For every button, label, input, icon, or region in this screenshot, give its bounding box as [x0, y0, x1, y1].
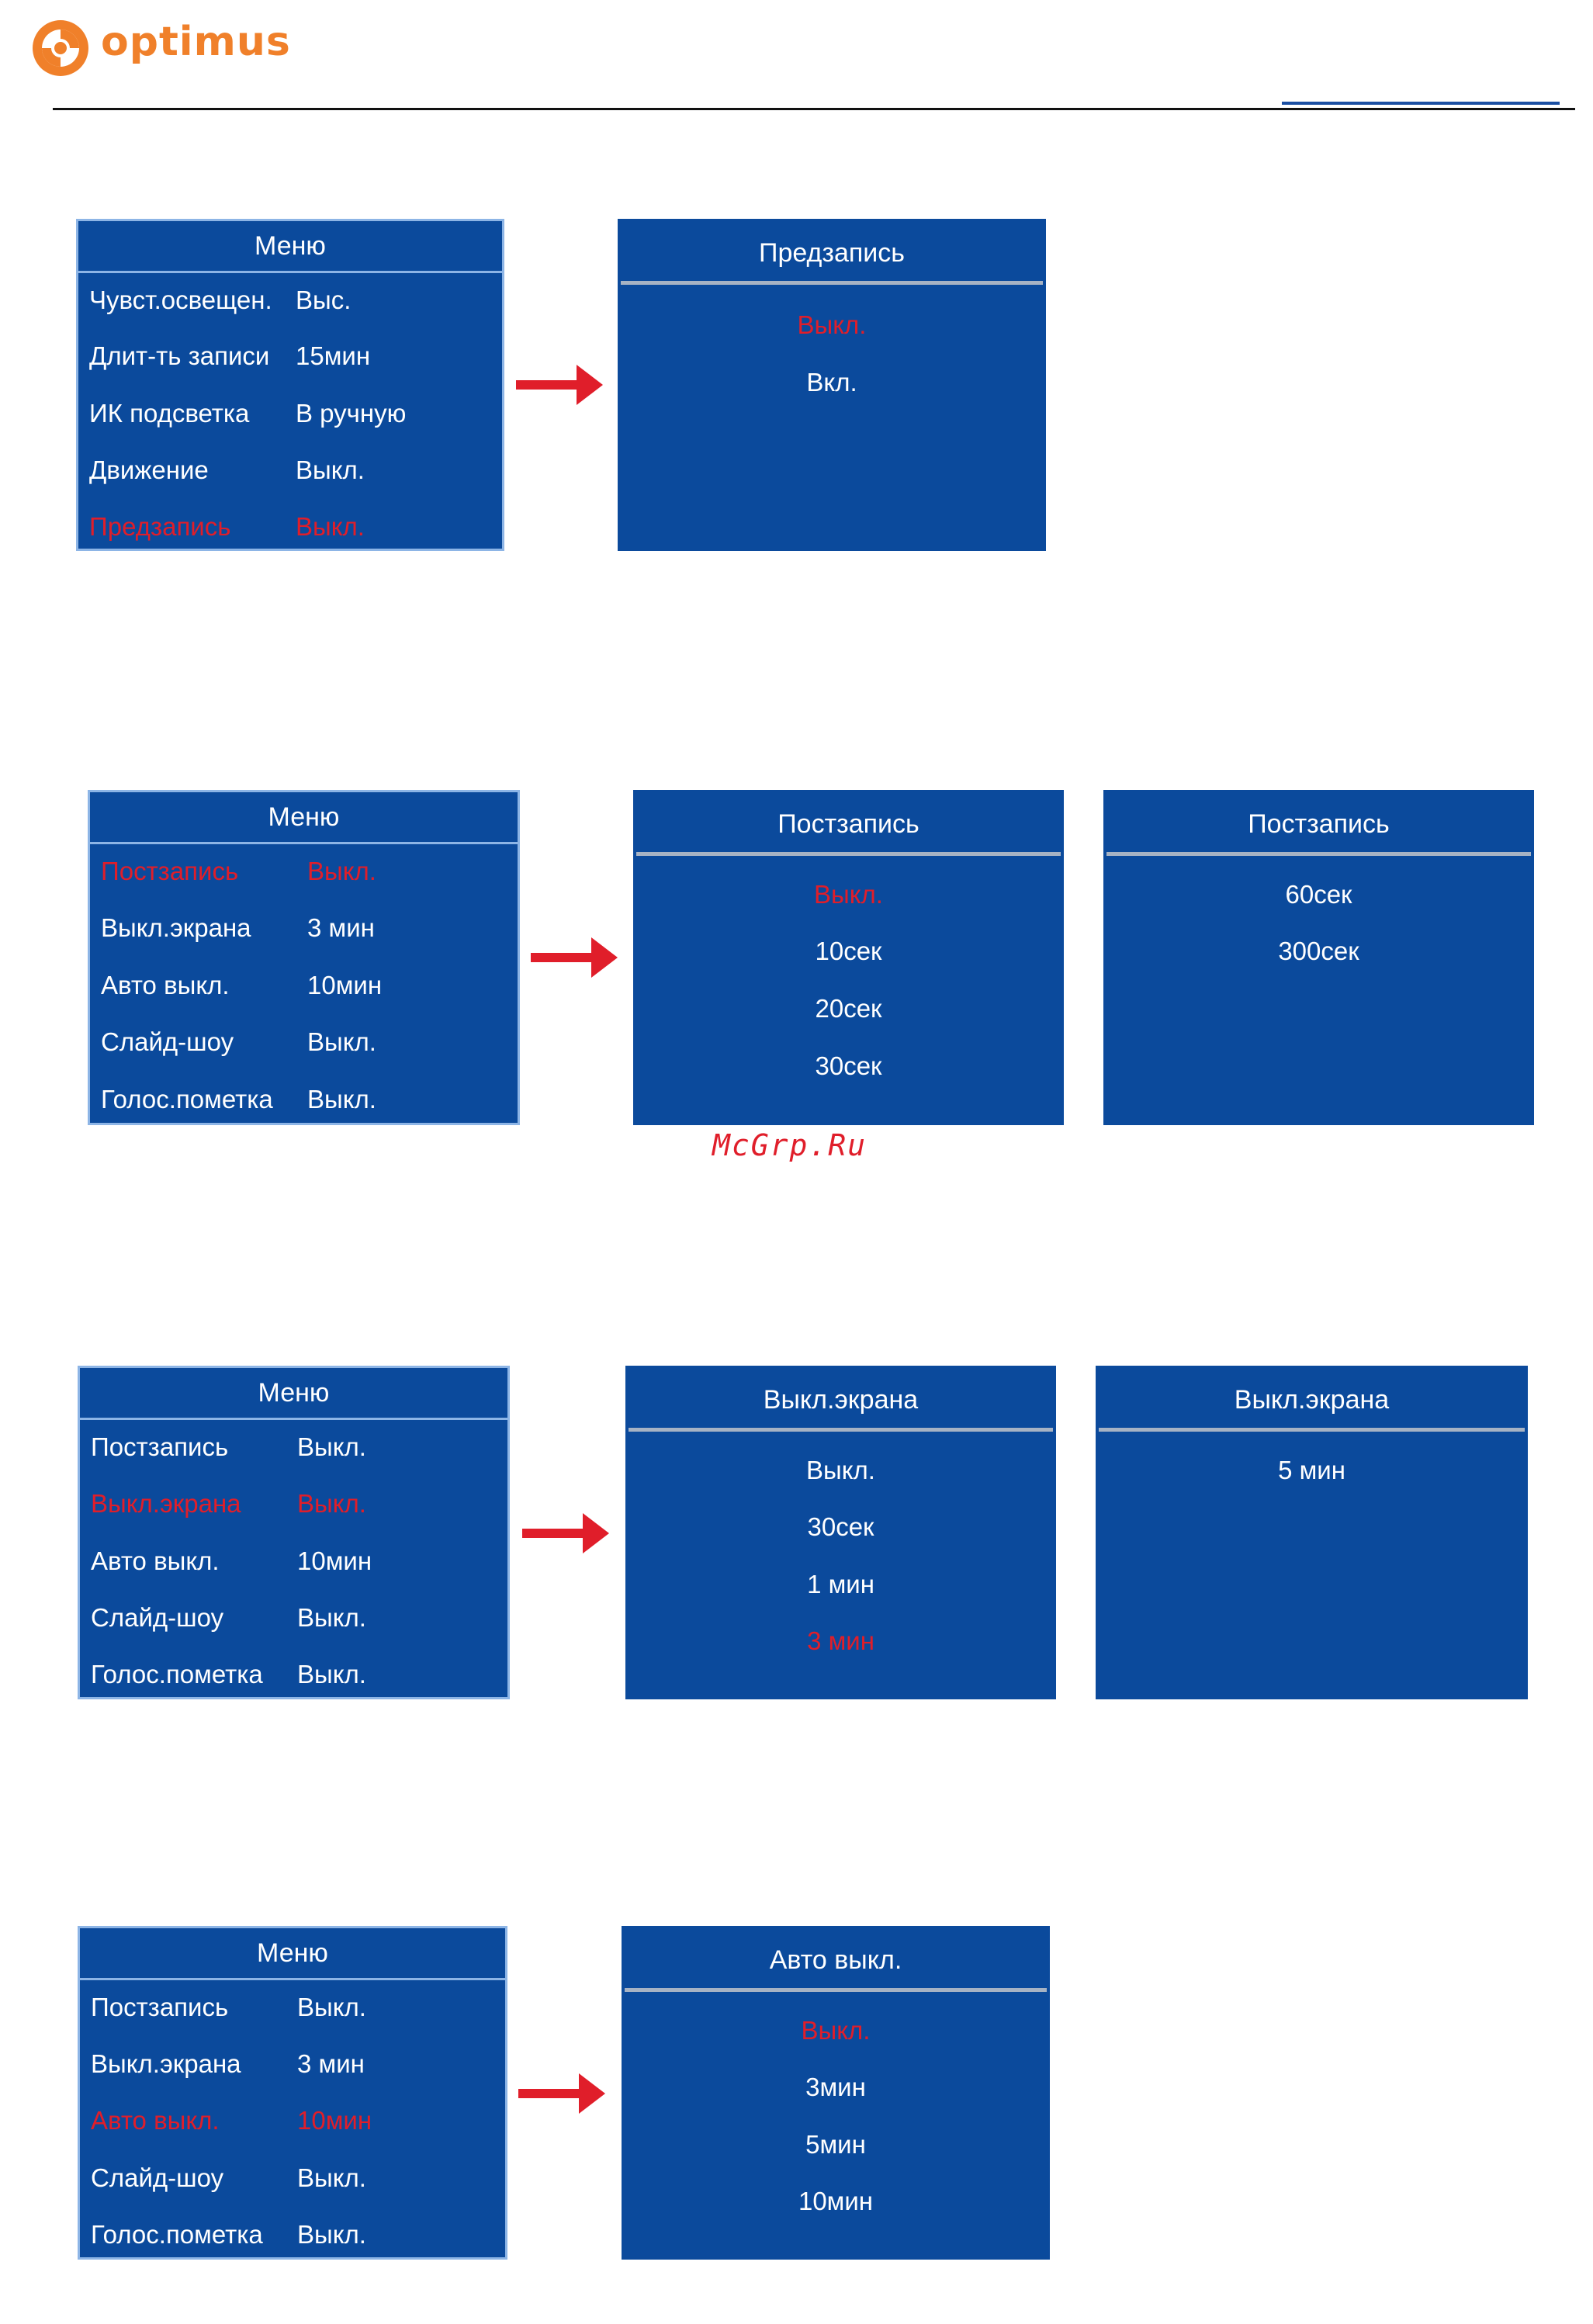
menu-panel-3: Меню Постзапись Выкл. Выкл.экрана Выкл. … — [78, 1366, 510, 1699]
logo — [29, 17, 293, 79]
options-panel-postrecord-2: Постзапись 60сек 300сек — [1103, 790, 1534, 1125]
menu-item-label: Движение — [89, 455, 209, 484]
arrow-right-icon — [516, 365, 603, 405]
menu-item-label: Предзапись — [89, 512, 231, 541]
options-title: Предзапись — [759, 238, 905, 268]
options-title: Постзапись — [777, 809, 919, 839]
menu-item-label: Слайд-шоу — [101, 1027, 234, 1056]
option-item[interactable]: Вкл. — [806, 368, 857, 397]
menu-item-value: Выкл. — [307, 1027, 376, 1056]
menu-item-label: Слайд-шоу — [91, 2163, 224, 2192]
menu-item-value: 15мин — [296, 341, 371, 370]
menu-item-value: Выкл. — [307, 1085, 376, 1114]
menu-item-value: Выкл. — [297, 2220, 366, 2249]
options-divider — [629, 1428, 1053, 1432]
menu-item-value: Выкл. — [297, 1603, 366, 1632]
option-item[interactable]: 5мин — [805, 2130, 866, 2159]
options-divider — [1106, 852, 1531, 856]
option-item[interactable]: 20сек — [815, 994, 882, 1023]
option-item[interactable]: 300сек — [1278, 937, 1359, 965]
menu-item-label: Слайд-шоу — [91, 1603, 224, 1632]
option-item-selected[interactable]: Выкл. — [814, 880, 883, 909]
menu-item-label: Голос.пометка — [101, 1085, 273, 1114]
menu-item-value: Выкл. — [297, 1432, 366, 1461]
option-item[interactable]: 30сек — [815, 1051, 882, 1080]
menu-item-label: Чувст.освещен. — [89, 286, 272, 314]
menu-item-value: Выкл. — [297, 1660, 366, 1688]
menu-item-label: Постзапись — [91, 1432, 229, 1461]
menu-item-label: Авто выкл. — [91, 1546, 220, 1575]
option-item[interactable]: 10сек — [815, 937, 882, 965]
menu-item-label: Авто выкл. — [101, 971, 230, 999]
menu-item-label: ИК подсветка — [89, 399, 250, 428]
menu-item-value: В ручную — [296, 399, 407, 428]
menu-item-value: 3 мин — [307, 913, 375, 942]
menu-item-value: 10мин — [297, 1546, 372, 1575]
menu-panel-1: Меню Чувст.освещен. Выс. Длит-ть записи … — [76, 219, 504, 551]
header-accent-line — [1282, 102, 1560, 105]
arrow-right-icon — [531, 937, 618, 978]
option-item[interactable]: 3мин — [805, 2073, 866, 2101]
menu-title: Меню — [90, 792, 518, 844]
menu-item-label: Голос.пометка — [91, 2220, 263, 2249]
options-title: Постзапись — [1248, 809, 1390, 839]
menu-item-value: Выкл. — [296, 455, 365, 484]
menu-item-label: Выкл.экрана — [101, 913, 251, 942]
menu-item-value: Выкл. — [297, 2163, 366, 2192]
menu-item-label: Выкл.экрана — [91, 1489, 241, 1518]
menu-panel-4: Меню Постзапись Выкл. Выкл.экрана 3 мин … — [78, 1926, 507, 2260]
menu-panel-2: Меню Постзапись Выкл. Выкл.экрана 3 мин … — [88, 790, 520, 1125]
option-item[interactable]: 30сек — [807, 1512, 874, 1541]
options-divider — [636, 852, 1061, 856]
header-divider — [53, 108, 1575, 110]
menu-item-value: Выс. — [296, 286, 351, 314]
options-panel-screen-off-2: Выкл.экрана 5 мин — [1096, 1366, 1528, 1699]
logo-text: optimus — [101, 19, 291, 65]
arrow-right-icon — [518, 2073, 605, 2114]
options-title: Выкл.экрана — [1234, 1385, 1390, 1415]
menu-item-label: Авто выкл. — [91, 2106, 220, 2135]
options-panel-prerecord: Предзапись Выкл. Вкл. — [618, 219, 1046, 551]
options-divider — [621, 281, 1043, 285]
option-item[interactable]: 1 мин — [807, 1570, 874, 1598]
watermark: McGrp.Ru — [712, 1128, 867, 1162]
menu-item-value: Выкл. — [296, 512, 365, 541]
menu-item-value: Выкл. — [297, 1489, 366, 1518]
options-title: Авто выкл. — [769, 1945, 902, 1975]
menu-item-value: 3 мин — [297, 2049, 365, 2078]
option-item-selected[interactable]: Выкл. — [797, 310, 867, 339]
options-divider — [625, 1988, 1047, 1992]
option-item-selected[interactable]: Выкл. — [801, 2016, 871, 2045]
menu-title: Меню — [80, 1928, 505, 1980]
menu-item-label: Длит-ть записи — [89, 341, 270, 370]
menu-item-label: Голос.пометка — [91, 1660, 263, 1688]
options-divider — [1099, 1428, 1525, 1432]
options-panel-postrecord-1: Постзапись Выкл. 10сек 20сек 30сек — [633, 790, 1064, 1125]
menu-item-value: 10мин — [297, 2106, 372, 2135]
menu-item-label: Выкл.экрана — [91, 2049, 241, 2078]
option-item[interactable]: Выкл. — [806, 1456, 875, 1484]
option-item-selected[interactable]: 3 мин — [807, 1626, 874, 1655]
arrow-right-icon — [522, 1513, 609, 1553]
menu-item-value: Выкл. — [297, 1993, 366, 2021]
option-item[interactable]: 10мин — [798, 2187, 874, 2215]
menu-item-value: Выкл. — [307, 857, 376, 885]
options-panel-auto-off: Авто выкл. Выкл. 3мин 5мин 10мин — [622, 1926, 1050, 2260]
option-item[interactable]: 60сек — [1285, 880, 1352, 909]
option-item[interactable]: 5 мин — [1278, 1456, 1345, 1484]
menu-item-label: Постзапись — [91, 1993, 229, 2021]
optimus-logo-icon — [33, 20, 88, 76]
menu-item-label: Постзапись — [101, 857, 239, 885]
options-title: Выкл.экрана — [763, 1385, 919, 1415]
menu-item-value: 10мин — [307, 971, 383, 999]
options-panel-screen-off-1: Выкл.экрана Выкл. 30сек 1 мин 3 мин — [625, 1366, 1056, 1699]
menu-title: Меню — [80, 1368, 507, 1420]
menu-title: Меню — [78, 221, 502, 273]
